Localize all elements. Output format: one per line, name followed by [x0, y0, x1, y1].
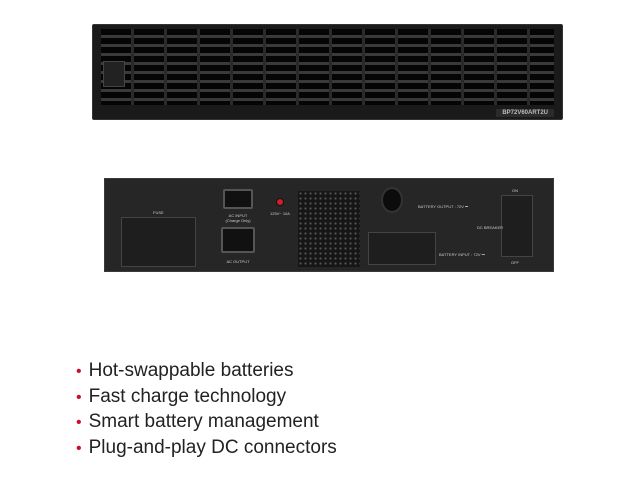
bullet-icon: •	[76, 439, 82, 457]
battery-pack-front-view: BP72V60ART2U	[92, 24, 563, 120]
dc-breaker-switch	[501, 195, 533, 257]
ac-input-note: (Charge Only)	[225, 218, 251, 223]
ac-output-label: AC OUTPUT	[226, 259, 250, 264]
feature-item: • Fast charge technology	[76, 384, 337, 410]
feature-text: Hot-swappable batteries	[88, 360, 294, 381]
feature-text: Plug-and-play DC connectors	[88, 436, 337, 458]
bullet-icon: •	[76, 414, 82, 431]
bullet-icon: •	[76, 363, 82, 380]
fuse-cover	[121, 217, 196, 267]
bullet-icon: •	[76, 388, 82, 406]
battery-input-cover	[368, 232, 436, 265]
off-label: OFF	[511, 260, 519, 265]
feature-item: • Smart battery management	[76, 409, 337, 435]
battery-output-connector	[381, 187, 403, 213]
ac-output-socket	[221, 227, 255, 253]
feature-text: Fast charge technology	[88, 385, 287, 407]
battery-pack-rear-view: FUSE AC INPUT(Charge Only) AC OUTPUT 125…	[104, 178, 554, 272]
feature-list: • Hot-swappable batteries • Fast charge te…	[76, 358, 337, 460]
fuse-label: FUSE	[153, 210, 164, 215]
circuit-breaker-button	[276, 198, 284, 206]
rating-label: 125V~ 10A	[270, 211, 290, 216]
on-label: ON	[512, 188, 518, 193]
battery-output-label: BATTERY OUTPUT : 72V ⎓	[418, 204, 469, 209]
feature-text: Smart battery management	[88, 411, 319, 432]
feature-item: • Plug-and-play DC connectors	[76, 435, 337, 461]
ac-input-label: AC INPUT(Charge Only)	[223, 213, 253, 223]
feature-item: • Hot-swappable batteries	[76, 358, 337, 384]
front-vent-grille	[101, 29, 554, 105]
dc-breaker-label: DC BREAKER	[477, 225, 504, 230]
model-label: BP72V60ART2U	[496, 109, 554, 117]
battery-input-label: BATTERY INPUT : 72V ⎓	[439, 252, 485, 257]
front-indicator-panel	[103, 61, 125, 87]
ac-input-socket	[223, 189, 253, 209]
rear-fan-grille	[298, 191, 360, 267]
ac-input-text: AC INPUT	[228, 213, 248, 218]
